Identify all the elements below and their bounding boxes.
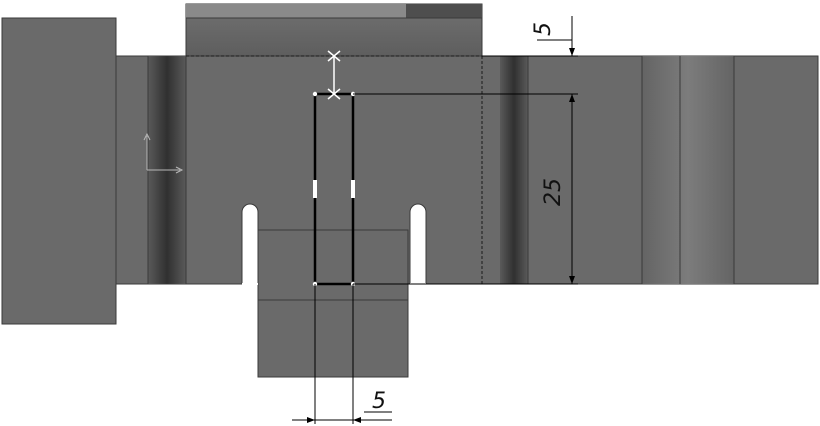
dimension-top-offset[interactable]: 5 (482, 16, 578, 57)
dimension-width-label: 5 (372, 389, 386, 414)
slot-right[interactable] (409, 203, 427, 285)
dimension-width[interactable]: 5 (292, 284, 392, 424)
offset-marker[interactable] (327, 50, 341, 100)
groove-right (500, 56, 528, 284)
dimension-height-label: 25 (541, 178, 566, 206)
dimension-height[interactable]: 25 (353, 93, 578, 285)
coordinate-axis-triad-icon (143, 132, 184, 174)
slot-left[interactable] (241, 203, 259, 285)
lower-tab[interactable] (257, 229, 409, 378)
ridge-right (642, 56, 734, 284)
top-block[interactable] (185, 3, 483, 57)
left-flange[interactable] (1, 17, 117, 325)
dimension-top-offset-label: 5 (531, 22, 556, 36)
main-body[interactable] (115, 55, 819, 285)
